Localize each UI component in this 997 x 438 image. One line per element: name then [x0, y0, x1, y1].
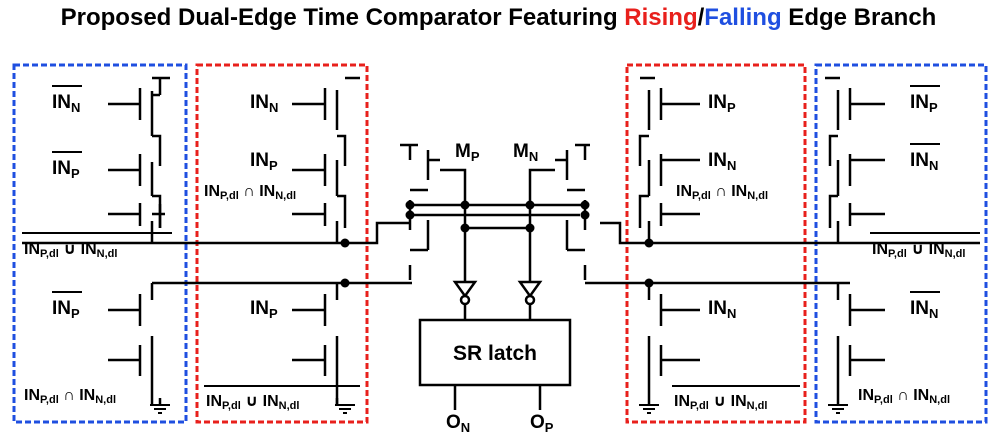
sr-latch-block	[418, 318, 572, 387]
label-or-bar-left: INP,dl ∪ INN,dl	[24, 241, 117, 260]
mp-label: MP	[455, 141, 480, 164]
mn-label: MN	[513, 141, 538, 164]
junction-dots	[340, 200, 654, 288]
label-inn-bar-left: INN	[52, 92, 80, 115]
output-on-label: ON	[446, 412, 470, 435]
label-or-bar-left-rise: INP,dl ∪ INN,dl	[206, 393, 299, 412]
diagram-title: Proposed Dual-Edge Time Comparator Featu…	[0, 4, 997, 32]
label-or-bar-right: INP,dl ∪ INN,dl	[872, 241, 965, 260]
ground-icons	[150, 404, 848, 414]
label-inn-bar-right-low: INN	[910, 298, 938, 321]
label-inp-left-rise: INP	[250, 150, 278, 173]
title-prefix: Proposed Dual-Edge Time Comparator Featu…	[60, 4, 625, 31]
label-inn-right-rise-low: INN	[708, 298, 736, 321]
label-inp-bar-right: INP	[910, 92, 938, 115]
falling-branch-box-left	[12, 63, 188, 424]
label-inp-bar-left: INP	[52, 158, 80, 181]
inverters	[452, 280, 543, 306]
wires	[22, 76, 980, 410]
label-and-left-rise: INP,dl ∩ INN,dl	[204, 183, 296, 202]
label-and-right-rise: INP,dl ∩ INN,dl	[676, 183, 768, 202]
label-and-right: INP,dl ∩ INN,dl	[858, 387, 950, 406]
title-falling: Falling	[704, 4, 782, 31]
label-inp-right-rise: INP	[708, 92, 736, 115]
label-inn-left-rise: INN	[250, 92, 278, 115]
label-and-left: INP,dl ∩ INN,dl	[24, 387, 116, 406]
output-op-label: OP	[530, 412, 554, 435]
label-inn-right-rise: INN	[708, 150, 736, 173]
title-suffix: Edge Branch	[781, 4, 937, 31]
label-inp-left-rise-low: INP	[250, 298, 278, 321]
title-slash: /	[697, 4, 705, 31]
title-rising: Rising	[624, 4, 698, 31]
sr-latch-label: SR latch	[453, 342, 537, 365]
label-inp-bar-left-low: INP	[52, 298, 80, 321]
label-inn-bar-right: INN	[910, 150, 938, 173]
label-or-bar-right-rise: INP,dl ∪ INN,dl	[674, 393, 767, 412]
